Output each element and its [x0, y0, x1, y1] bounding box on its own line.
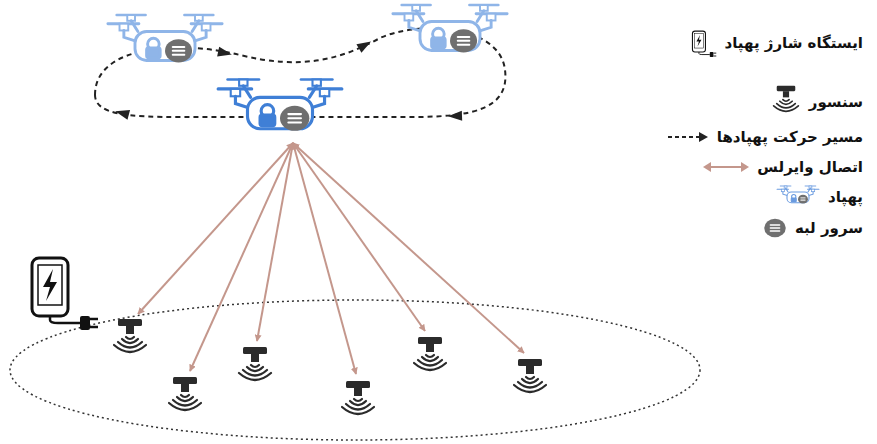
legend-row: سرور لبه — [763, 213, 863, 243]
edge-server-icon — [763, 218, 787, 238]
sensor — [169, 377, 201, 410]
drone — [393, 5, 507, 52]
path-icon — [667, 131, 709, 143]
sensor — [239, 347, 271, 380]
charging-station — [32, 258, 98, 330]
legend-row: اتصال وایرلس — [703, 152, 863, 182]
legend-label: ایستگاه شارژ پهپاد — [725, 34, 863, 52]
sensor — [414, 337, 446, 370]
charging-icon — [691, 28, 717, 58]
legend-row: ایستگاه شارژ پهپاد — [691, 28, 863, 58]
sensor-icon — [771, 85, 801, 119]
wireless-icon — [703, 161, 749, 173]
legend-label: اتصال وایرلس — [757, 158, 863, 176]
drone — [108, 15, 222, 62]
wireless-links — [138, 143, 524, 374]
legend-label: مسیر حرکت پهپادها — [717, 128, 863, 146]
legend-label: پهپاد — [828, 188, 863, 206]
legend-row: پهپاد — [776, 182, 863, 212]
legend-label: سرور لبه — [795, 219, 863, 237]
sensor — [342, 381, 374, 414]
legend-row: سنسور — [771, 87, 863, 117]
drone — [218, 80, 342, 131]
legend-label: سنسور — [809, 93, 863, 111]
sensor — [514, 359, 546, 392]
legend-row: مسیر حرکت پهپادها — [667, 122, 863, 152]
drone-icon — [776, 184, 820, 210]
sensor — [114, 319, 146, 352]
